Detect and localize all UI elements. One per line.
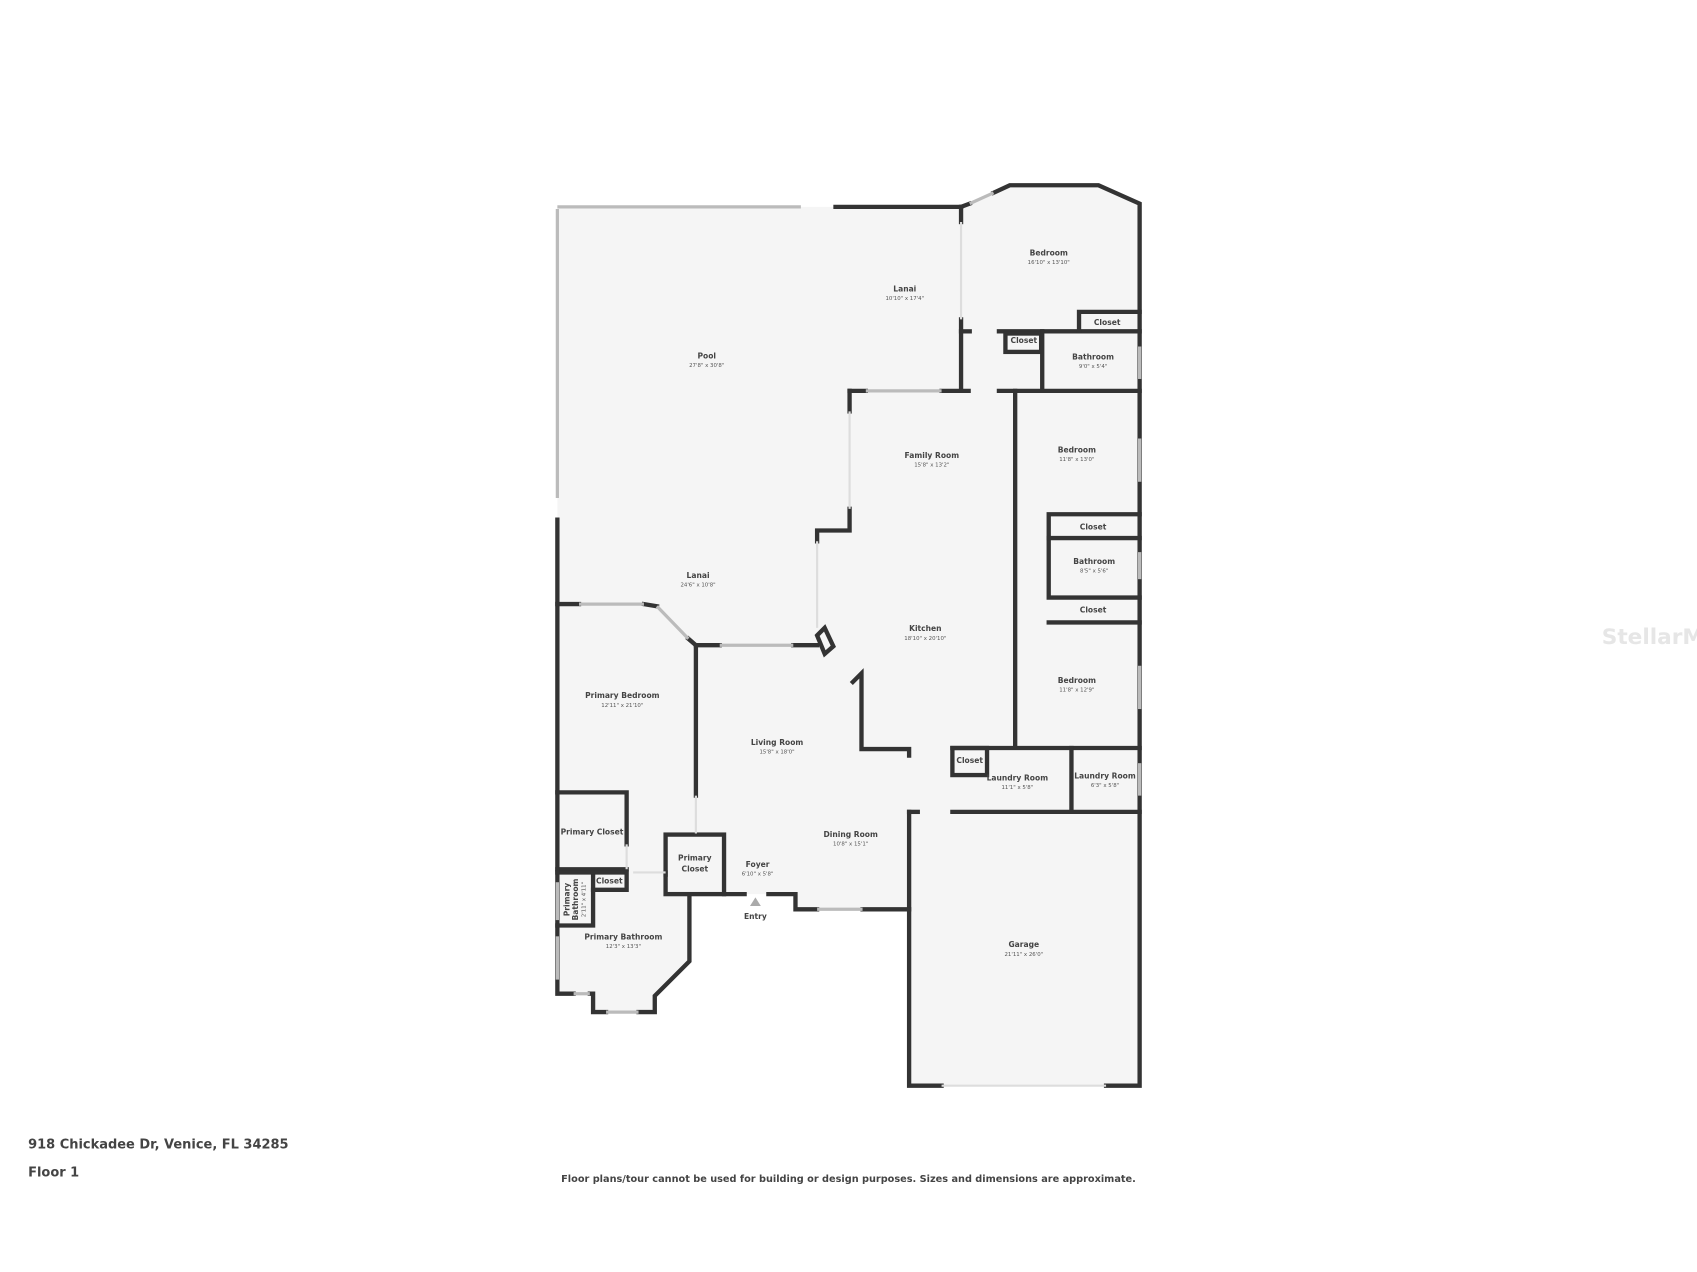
- room-name: Primary Closet: [561, 828, 624, 837]
- room-dims: 15'8" x 13'2": [914, 463, 949, 469]
- room-dims: 15'8" x 18'0": [759, 749, 794, 755]
- room-name: Living Room: [751, 738, 804, 747]
- room-name: Closet: [1094, 318, 1121, 327]
- room-name-line2: Closet: [682, 864, 709, 873]
- disclaimer: Floor plans/tour cannot be used for buil…: [561, 1174, 1136, 1185]
- room-name: Kitchen: [909, 624, 941, 633]
- room-dims: 16'10" x 13'10": [1028, 260, 1070, 266]
- room-dims: 24'6" x 10'8": [680, 583, 715, 589]
- walls: [555, 183, 1142, 1088]
- floor-label: Floor 1: [28, 1166, 79, 1181]
- room-name: Closet: [1080, 606, 1107, 615]
- room-dims: 27'8" x 30'8": [689, 363, 724, 369]
- room-name: Primary Bathroom: [584, 933, 662, 942]
- room-dims: 11'8" x 13'0": [1059, 457, 1094, 463]
- room-dims: 18'10" x 20'10": [904, 636, 946, 642]
- room-name: Primary Bedroom: [585, 691, 660, 700]
- entry-label: Entry: [744, 912, 767, 921]
- room-dims: 9'0" x 5'4": [1079, 364, 1107, 370]
- room-dims: 2'11" x 4'11": [582, 882, 588, 917]
- room-name: Pool: [697, 351, 716, 360]
- room-name: Dining Room: [823, 830, 877, 839]
- watermark-logo: StellarMLS: [1602, 625, 1697, 650]
- room-dims: 11'8" x 12'9": [1059, 688, 1094, 694]
- room-name: Bedroom: [1058, 446, 1096, 455]
- room-dims: 21'11" x 26'0": [1004, 952, 1043, 958]
- floor-area: [557, 185, 1140, 1086]
- room-name: Bathroom: [1072, 352, 1114, 361]
- room-dims: 12'11" x 21'10": [601, 703, 643, 709]
- room-name: Bedroom: [1030, 249, 1068, 258]
- room-name: Lanai: [893, 284, 916, 293]
- windows-and-openings: [555, 191, 1142, 1087]
- room-name: Bedroom: [1058, 676, 1096, 685]
- room-name: Primary: [562, 883, 571, 917]
- room-dims: 6'10" x 5'8": [742, 872, 774, 878]
- room-name: Bathroom: [1073, 557, 1115, 566]
- room-name: Laundry Room: [1074, 771, 1136, 780]
- room-dims: 11'1" x 5'8": [1001, 785, 1033, 791]
- address: 918 Chickadee Dr, Venice, FL 34285: [28, 1137, 288, 1152]
- room-name: Closet: [596, 876, 623, 885]
- room-name: Closet: [1011, 336, 1038, 345]
- room-dims: 12'3" x 13'3": [606, 944, 641, 950]
- room-name: Primary: [678, 854, 712, 863]
- room-name-line2: Bathroom: [571, 878, 580, 920]
- room-name: Foyer: [746, 860, 770, 869]
- room-dims: 6'3" x 5'8": [1091, 783, 1119, 789]
- room-dims: 10'8" x 15'1": [833, 841, 868, 847]
- room-name: Garage: [1008, 940, 1039, 949]
- room-name: Laundry Room: [987, 773, 1049, 782]
- room-name: Lanai: [687, 571, 710, 580]
- room-name: Family Room: [905, 451, 960, 460]
- room-dims: 8'5" x 5'6": [1080, 569, 1108, 575]
- room-name: Closet: [1080, 522, 1107, 531]
- entry-arrow-icon: [750, 897, 761, 907]
- room-name: Closet: [956, 756, 983, 765]
- room-labels: Bedroom 16'10" x 13'10" Lanai 10'10" x 1…: [561, 249, 1136, 958]
- room-dims: 10'10" x 17'4": [885, 296, 924, 302]
